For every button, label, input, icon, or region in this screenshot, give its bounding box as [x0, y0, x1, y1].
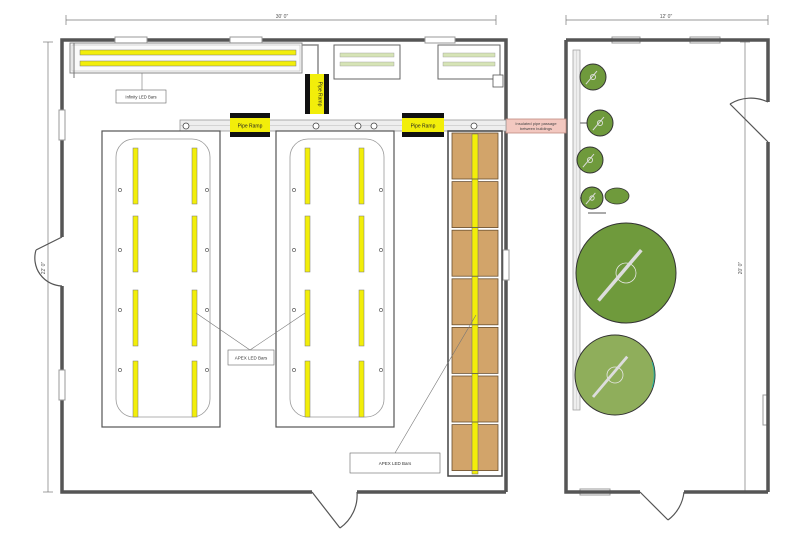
right-door-top [729, 97, 769, 143]
infinity-rack [69, 42, 303, 78]
tank-center [606, 366, 624, 384]
tank-stir-arm [592, 116, 605, 131]
apex-callout-2-box [349, 452, 441, 474]
tank-stir-arm [591, 355, 629, 398]
shelf-led-bar [471, 133, 479, 475]
apex-led-bar [191, 360, 198, 418]
work-table-2 [437, 44, 501, 80]
pipe-fittings [182, 122, 478, 130]
insulated-passage-line2: between buildings [520, 126, 552, 131]
pipe-ramp-3-label: Pipe Ramp [317, 82, 323, 107]
fixture-hanger [292, 188, 296, 192]
infinity-callout-box [115, 89, 167, 104]
fixture-hanger [205, 248, 209, 252]
tank-stir-arm [585, 192, 596, 205]
fixture-hanger [205, 188, 209, 192]
tank-center [590, 74, 597, 81]
fixture-hanger [379, 248, 383, 252]
fixture-hanger [118, 188, 122, 192]
tank [576, 146, 604, 174]
left-door [34, 236, 63, 287]
apex-led-bar [132, 215, 139, 273]
apex-callout-1-label: APEX LED Bars [235, 356, 268, 361]
apex-led-bar [358, 289, 365, 347]
tank-accent-arc [651, 361, 655, 389]
dimension-left-width: 30' 0" [276, 14, 289, 20]
tank-center [615, 262, 637, 284]
pipe-ramp-1: Pipe Ramp [230, 113, 270, 137]
tank-stir-arm [582, 153, 595, 168]
tank [574, 334, 656, 416]
tank [586, 109, 614, 137]
sink [492, 74, 504, 88]
fixture-hanger [292, 368, 296, 372]
pipe-ramp-1-label: Pipe Ramp [238, 124, 263, 130]
apex-callout-2-label: APEX LED Bars [379, 461, 412, 466]
apex-led-bar [304, 360, 311, 418]
shelf-led-dividers [472, 178, 478, 472]
dimension-left-height: 22' 0" [41, 262, 47, 275]
pipe-ramp-3: Pipe Ramp [305, 74, 329, 114]
right-vertical-pipe [572, 49, 581, 411]
grow-table-1 [101, 130, 221, 428]
apex-led-bar [358, 360, 365, 418]
fixture-hanger [205, 368, 209, 372]
apex-led-bar [132, 147, 139, 205]
apex-led-bar [191, 289, 198, 347]
apex-led-bar [304, 215, 311, 273]
light-fixture-hangers [118, 188, 383, 372]
dimension-right-height: 20' 0" [738, 262, 744, 275]
tanks [574, 63, 677, 416]
fixture-hanger [205, 308, 209, 312]
fixture-hanger [118, 368, 122, 372]
tank-stir-arm [597, 248, 643, 302]
grow-table-2 [275, 130, 395, 428]
apex-callout-1-leaders [195, 312, 306, 351]
tank-center [589, 195, 595, 201]
apex-led-bar [304, 147, 311, 205]
insulated-passage-line1: Insulated pipe passage [515, 121, 557, 126]
apex-callout-2-leader [394, 314, 477, 454]
right-building-walls [564, 38, 770, 494]
apex-led-bars [132, 147, 365, 418]
tank-center [587, 156, 594, 163]
dimension-right-width: 12' 0" [660, 14, 673, 20]
infinity-led-bar-2 [79, 60, 297, 67]
work-table-1 [333, 44, 401, 80]
tank [575, 222, 677, 324]
pipe-ramp-2: Pipe Ramp [402, 113, 444, 137]
bottom-door [311, 491, 358, 529]
fixture-hanger [118, 308, 122, 312]
pipe-ramp-2-label: Pipe Ramp [411, 124, 436, 130]
infinity-led-bar-1 [79, 49, 297, 56]
tank-stir-arm [585, 70, 598, 85]
fixture-hanger [292, 248, 296, 252]
tank [579, 63, 607, 91]
side-tank [604, 187, 630, 205]
apex-led-bar [191, 215, 198, 273]
right-door-bottom [639, 491, 685, 521]
fixture-hanger [118, 248, 122, 252]
apex-led-bar [304, 289, 311, 347]
fixture-hanger [379, 308, 383, 312]
apex-led-bar [358, 147, 365, 205]
fixture-hanger [292, 308, 296, 312]
apex-led-bar [132, 360, 139, 418]
fixture-hanger [379, 368, 383, 372]
apex-led-bar [132, 289, 139, 347]
apex-led-bar [358, 215, 365, 273]
apex-led-bar [191, 147, 198, 205]
fixture-hanger [379, 188, 383, 192]
infinity-callout-label: Infinity LED Bars [125, 95, 156, 100]
tank [580, 186, 604, 210]
tank-center [597, 120, 604, 127]
apex-callout-1-box [227, 349, 275, 366]
